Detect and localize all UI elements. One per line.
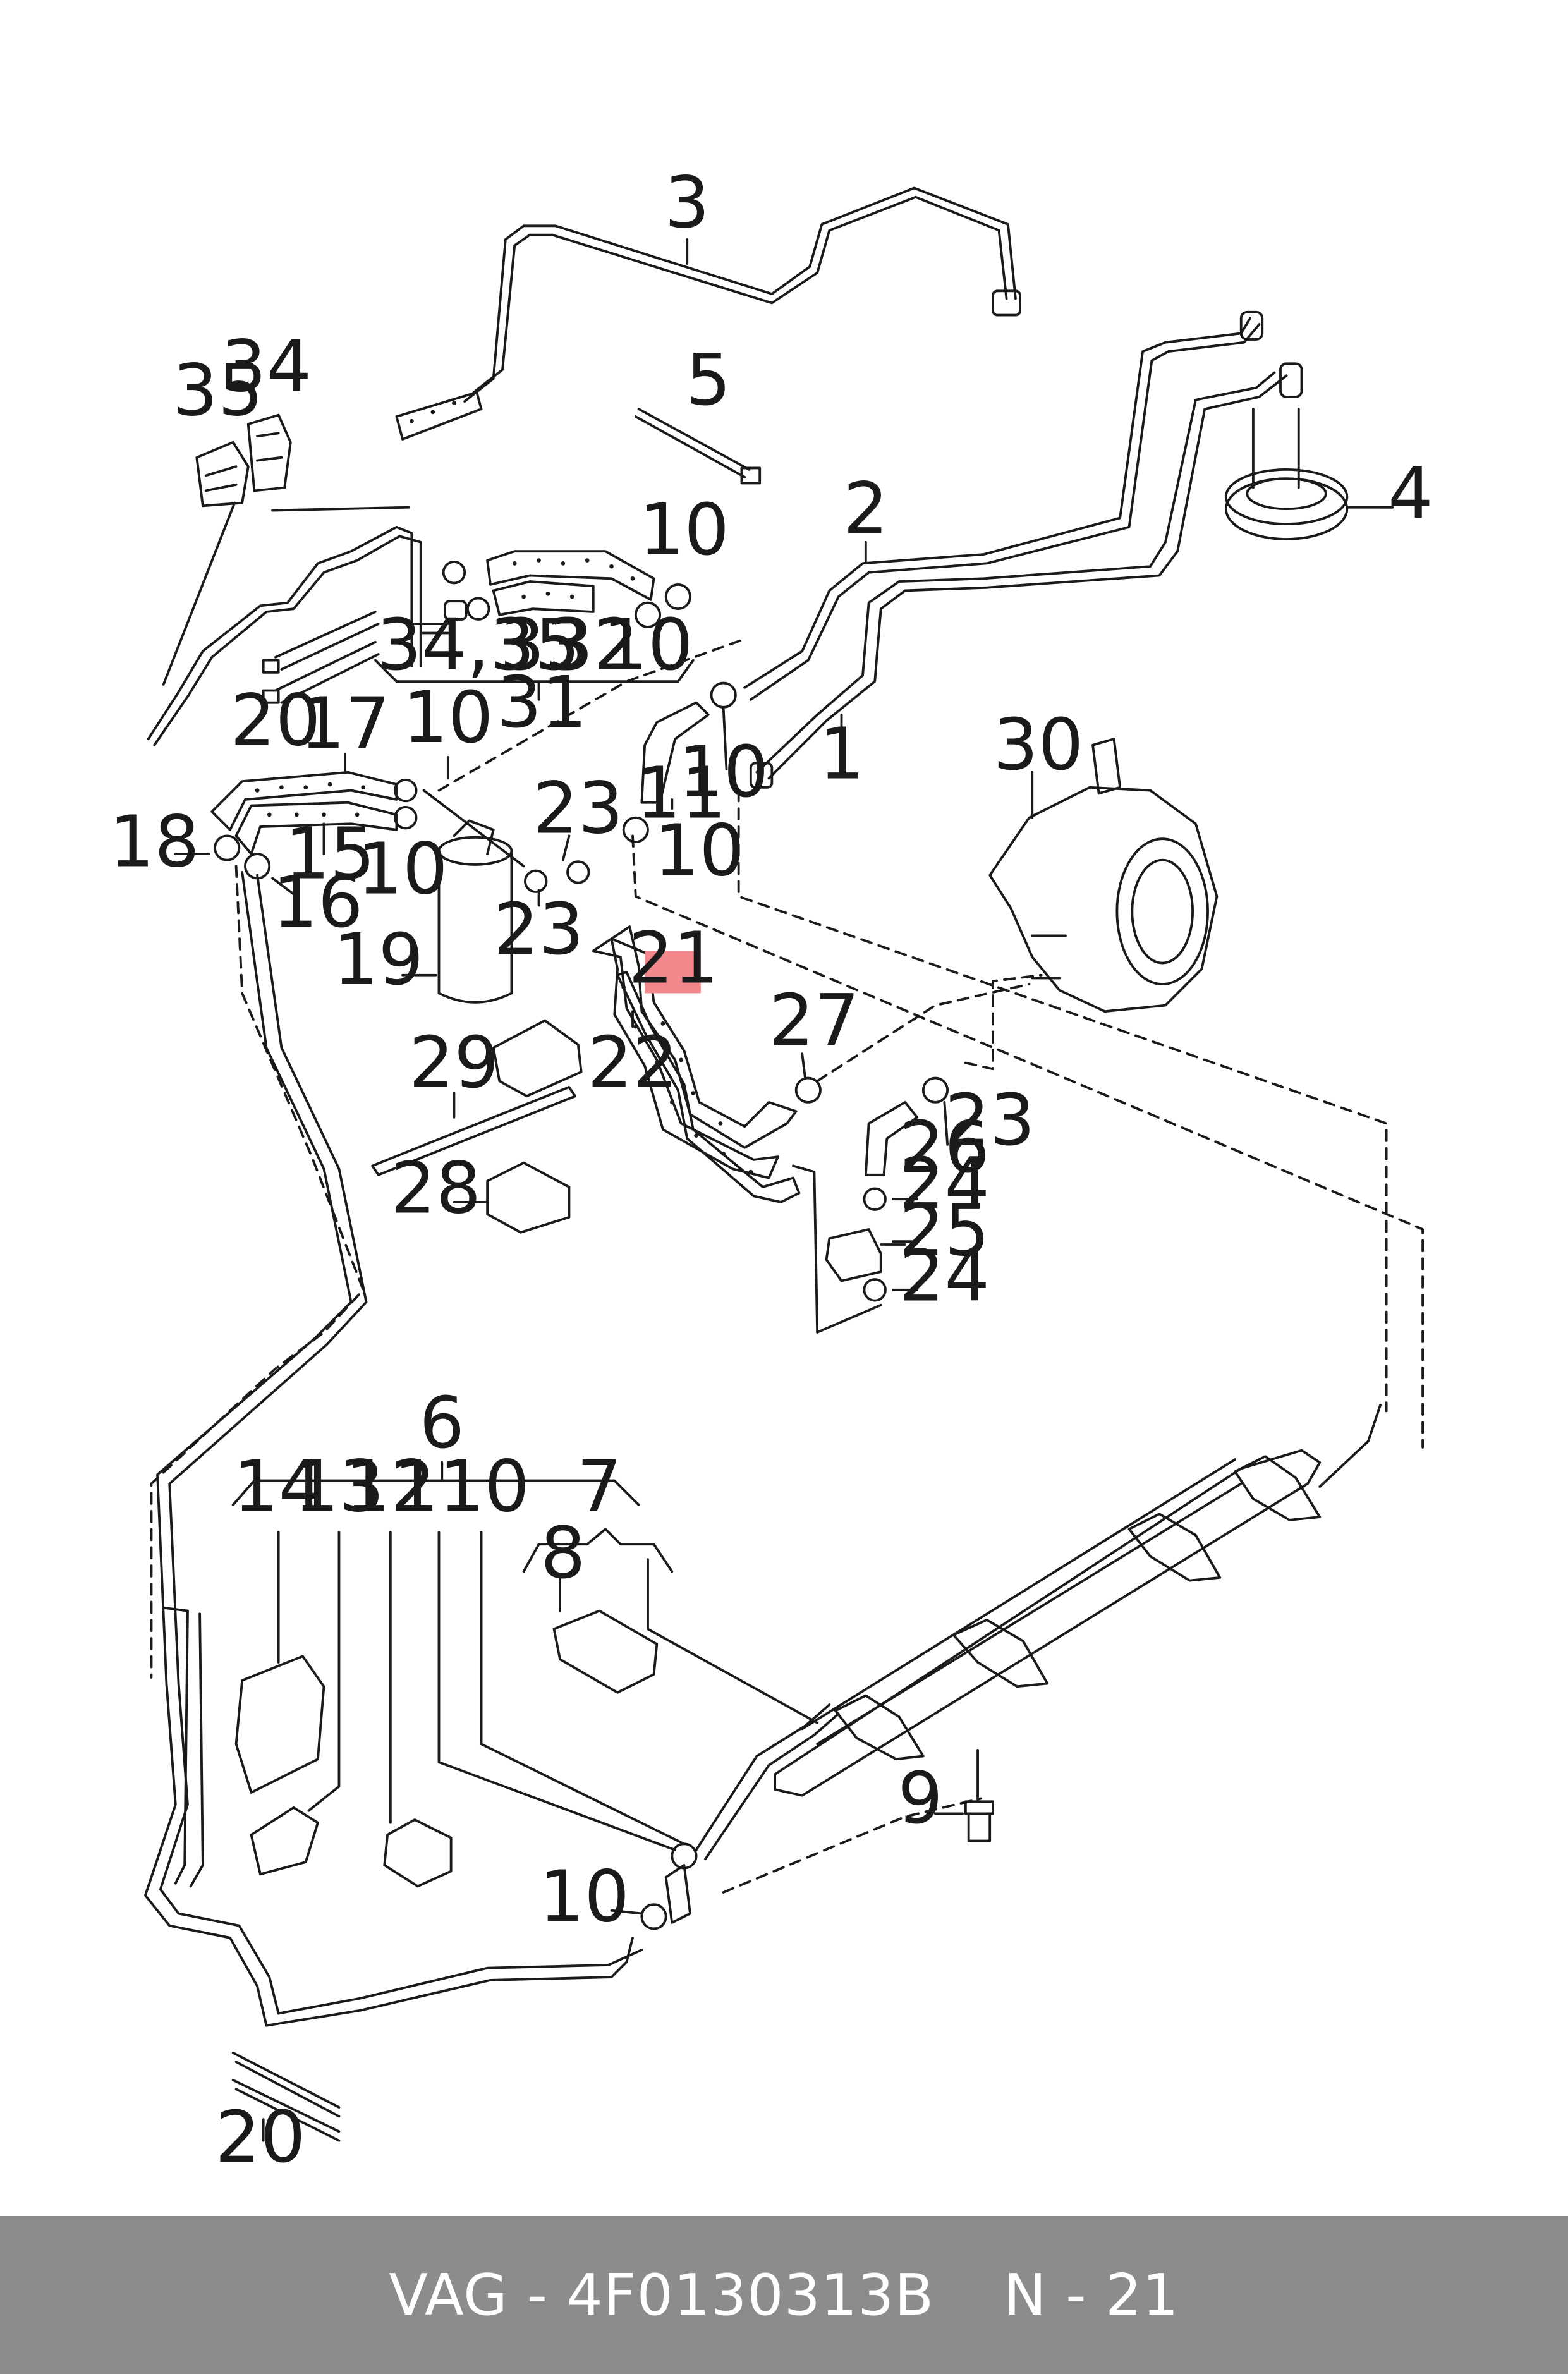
callout-26: 26 xyxy=(899,1106,990,1189)
callout-10d: 10 xyxy=(357,827,447,910)
part-8 xyxy=(552,1576,659,1694)
callout-31: 31 xyxy=(497,661,587,744)
callout-24b: 24 xyxy=(899,1235,990,1318)
clip-35 xyxy=(195,441,250,508)
callout-29: 29 xyxy=(409,1021,499,1104)
callout-16: 16 xyxy=(272,861,363,944)
callout-9: 9 xyxy=(897,1757,943,1840)
callout-10f: 10 xyxy=(654,810,744,892)
hose-21 xyxy=(610,925,798,1149)
tank-flange-4 xyxy=(1224,408,1394,540)
callout-27: 27 xyxy=(769,979,860,1062)
callout-10a: 10 xyxy=(639,489,729,571)
clip-34 xyxy=(246,413,292,492)
diagram-position-label: N - 21 xyxy=(1004,2261,1179,2328)
callout-leaders xyxy=(174,238,1394,1291)
part-14 xyxy=(234,1531,325,1794)
callout-23a: 23 xyxy=(533,767,623,850)
hose-dot-texture xyxy=(255,401,753,1174)
callout-11a: 11 xyxy=(636,752,726,835)
callout-33: 33 xyxy=(500,604,590,686)
callout-23b: 23 xyxy=(494,888,584,971)
fuel-filter-19 xyxy=(422,789,525,1004)
leaders-lower xyxy=(437,1531,698,1930)
callout-12: 12 xyxy=(345,1445,435,1528)
part-13 xyxy=(250,1531,341,1876)
callout-10b: 10 xyxy=(602,604,693,686)
callout-32: 32 xyxy=(548,604,638,686)
callout-labels: 1 2 3 4 5 6 7 8 9 10 10 10 10 10 10 10 1… xyxy=(109,162,1433,2179)
callout-22: 22 xyxy=(587,1021,678,1104)
callout-21: 21 xyxy=(628,917,719,1000)
callout-2: 2 xyxy=(843,467,889,550)
bracket-31 xyxy=(374,659,695,701)
callout-23c: 23 xyxy=(945,1079,1035,1162)
callout-20b: 20 xyxy=(215,2096,305,2179)
callout-17: 17 xyxy=(300,683,390,765)
callout-1: 1 xyxy=(819,712,865,795)
bracket-29 xyxy=(371,1019,583,1176)
cable-ties-20-upper xyxy=(262,611,380,704)
pump-30 xyxy=(988,738,1219,1013)
fuel-line-1 xyxy=(749,362,1303,789)
callout-10h: 10 xyxy=(539,1855,629,1938)
callout-24a: 24 xyxy=(899,1143,990,1226)
hose-32-33 xyxy=(486,550,655,616)
hose-22-lower xyxy=(616,971,819,1334)
callout-20a: 20 xyxy=(230,679,320,762)
bracket-6 xyxy=(231,1461,674,1573)
bolt-9 xyxy=(934,1748,994,1842)
callout-3: 3 xyxy=(664,162,710,245)
callout-6: 6 xyxy=(419,1382,465,1464)
cable-ties-20-lower xyxy=(231,2051,341,2142)
callout-14: 14 xyxy=(233,1445,324,1528)
hose-15-17 xyxy=(210,770,418,880)
clamps-23-filter xyxy=(524,860,590,893)
valve-25 xyxy=(816,1187,906,1334)
callout-8: 8 xyxy=(540,1512,586,1595)
part-12 xyxy=(383,1531,453,1888)
callout-30: 30 xyxy=(993,703,1083,786)
fuel-line-2 xyxy=(743,310,1264,701)
fuel-cooler-7 xyxy=(647,1403,1382,1861)
callout-4: 4 xyxy=(1388,453,1433,535)
callout-19: 19 xyxy=(333,918,423,1001)
part-number-label: VAG - 4F0130313B xyxy=(389,2261,935,2328)
callout-7: 7 xyxy=(577,1445,623,1528)
callout-28: 28 xyxy=(391,1147,481,1230)
clamps-10-top xyxy=(442,561,691,628)
long-return-pipes xyxy=(143,870,643,2027)
callout-5: 5 xyxy=(686,339,731,422)
callout-10c: 10 xyxy=(403,676,493,759)
footer-bar: VAG - 4F0130313B N - 21 xyxy=(0,2216,1568,2374)
cable-tie-5 xyxy=(634,408,762,485)
callout-10g: 10 xyxy=(439,1445,530,1528)
callout-10e: 10 xyxy=(678,731,769,813)
fuel-pipe-3 xyxy=(395,186,1022,441)
return-pipe-31 xyxy=(147,501,468,746)
callout-18: 18 xyxy=(109,800,200,883)
callout-34-35: 34,35 xyxy=(377,604,580,686)
callout-35: 35 xyxy=(173,350,263,432)
highlight-21 xyxy=(645,951,701,994)
bracket-28 xyxy=(486,1161,571,1234)
callout-13: 13 xyxy=(294,1445,384,1528)
callout-34: 34 xyxy=(221,325,312,408)
clamp-27 xyxy=(794,1076,822,1104)
callout-15: 15 xyxy=(284,812,375,895)
hose-26 xyxy=(864,1076,949,1176)
callout-11b: 11 xyxy=(394,1445,484,1528)
callout-25: 25 xyxy=(899,1190,990,1272)
hose-11-upper xyxy=(622,681,737,843)
